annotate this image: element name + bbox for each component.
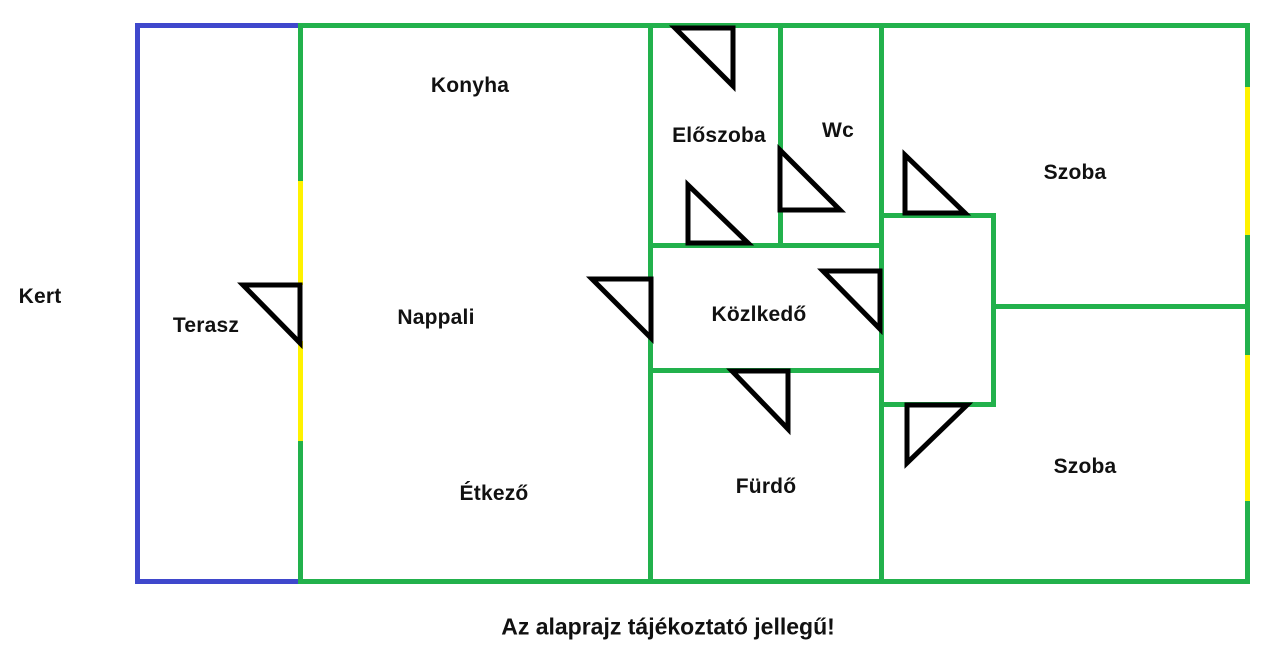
- apartment-wall-left-upper: [298, 23, 303, 183]
- door-swing-icon-terasz: [237, 282, 303, 350]
- door-swing-icon-szoba-also: [904, 402, 974, 469]
- window-nappali-upper: [298, 181, 303, 285]
- apartment-wall-right-upper: [1245, 23, 1250, 89]
- apartment-wall-top: [298, 23, 1250, 28]
- door-swing-icon-furdo: [726, 368, 791, 436]
- apartment-wall-right-middle: [1245, 235, 1250, 357]
- label-konyha: Konyha: [430, 74, 510, 97]
- label-nappali: Nappali: [397, 306, 475, 329]
- door-swing-icon-eloszoba-top: [668, 25, 736, 93]
- label-szoba-felso: Szoba: [1043, 161, 1107, 184]
- label-kozlekedo: Közlkedő: [711, 303, 807, 326]
- label-eloszoba: Előszoba: [672, 124, 766, 147]
- label-etkezo: Étkező: [459, 482, 529, 505]
- door-swing-icon-kozlekedo: [817, 268, 883, 336]
- wall-szoba-divider: [991, 304, 1250, 309]
- terrace-wall-top: [135, 23, 303, 28]
- apartment-wall-left-lower: [298, 441, 303, 584]
- window-nappali-lower: [298, 341, 303, 443]
- plan-caption: Az alaprajz tájékoztató jellegű!: [501, 613, 835, 640]
- door-swing-icon-wc: [777, 143, 847, 213]
- wall-eloszoba-wc-vertical: [778, 23, 783, 248]
- wall-closet-right-vertical: [991, 213, 996, 407]
- terrace-wall-left: [135, 23, 140, 584]
- door-swing-icon-eloszoba-bottom: [685, 179, 755, 246]
- window-szoba-also: [1245, 355, 1250, 503]
- window-szoba-felso: [1245, 87, 1250, 237]
- label-kert: Kert: [18, 285, 62, 308]
- label-furdo: Fürdő: [735, 475, 797, 498]
- label-terasz: Terasz: [172, 314, 240, 337]
- apartment-wall-right-lower: [1245, 501, 1250, 584]
- apartment-wall-bottom: [298, 579, 1250, 584]
- wall-eloszoba-bottom: [648, 243, 884, 248]
- door-swing-icon-szoba-felso: [902, 149, 972, 216]
- door-swing-icon-nappali: [585, 276, 654, 345]
- label-wc: Wc: [822, 119, 854, 142]
- terrace-wall-bottom: [135, 579, 303, 584]
- label-szoba-also: Szoba: [1053, 455, 1117, 478]
